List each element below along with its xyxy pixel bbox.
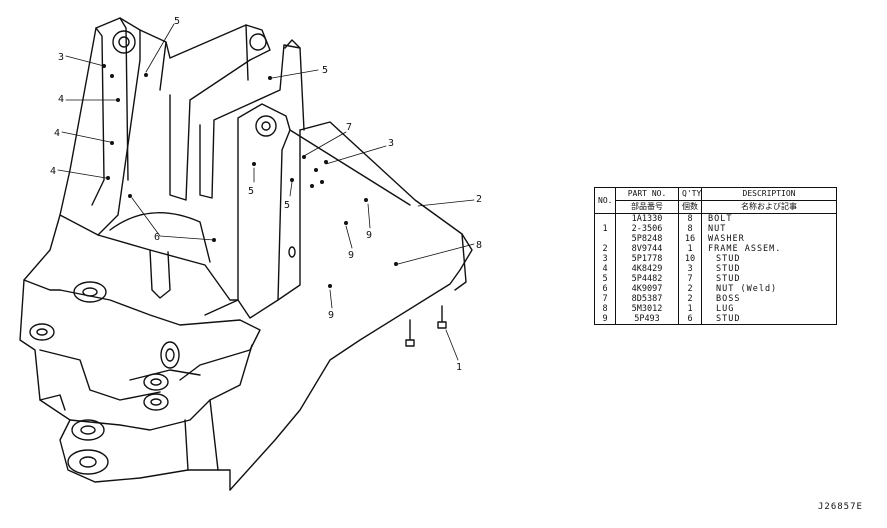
cell-part-no: 2-3506 — [615, 224, 679, 234]
cell-no: 5 — [594, 274, 616, 284]
lugs — [29, 281, 201, 475]
cell-no: 2 — [594, 244, 616, 254]
bottom-studs — [405, 305, 447, 347]
cell-part-no: 5P1778 — [615, 254, 679, 264]
center-plates — [165, 24, 305, 201]
cell-description: NUT — [701, 224, 837, 234]
cell-part-no: 4K8429 — [615, 264, 679, 274]
header-part-no: PART NO. — [615, 187, 679, 201]
callout-5: 5 — [174, 16, 180, 27]
cell-no: 1 — [594, 224, 616, 234]
callout-5: 5 — [284, 200, 290, 211]
cell-qty: 7 — [678, 274, 702, 284]
callout-8: 8 — [476, 240, 482, 251]
cell-part-no: 5P4482 — [615, 274, 679, 284]
cell-part-no: 1A1330 — [615, 213, 679, 224]
callout-9: 9 — [348, 250, 354, 261]
callout-5: 5 — [248, 186, 254, 197]
cell-description: STUD — [701, 274, 837, 284]
cell-part-no: 8V9744 — [615, 244, 679, 254]
cell-qty: 10 — [678, 254, 702, 264]
cell-part-no: 5P493 — [615, 314, 679, 325]
cell-qty: 3 — [678, 264, 702, 274]
cell-no: 6 — [594, 284, 616, 294]
callout-5: 5 — [322, 65, 328, 76]
leader-lines — [57, 23, 475, 361]
cell-qty: 2 — [678, 284, 702, 294]
cell-qty: 6 — [678, 314, 702, 325]
header-part-no-sub: 部品番号 — [615, 200, 679, 214]
callout-9: 9 — [328, 310, 334, 321]
cell-description: WASHER — [701, 234, 837, 244]
cell-no: 4 — [594, 264, 616, 274]
cell-part-no: 5M3012 — [615, 304, 679, 314]
header-qty-sub: 個数 — [678, 200, 702, 214]
header-qty: Q'TY — [678, 187, 702, 201]
callout-9: 9 — [366, 230, 372, 241]
parts-list-table: NO. PART NO. Q'TY DESCRIPTION 部品番号 個数 名称… — [594, 187, 837, 325]
left-tower — [59, 17, 167, 236]
cell-no: 3 — [594, 254, 616, 264]
cell-part-no: 5P8248 — [615, 234, 679, 244]
figure-code: J26857E — [818, 502, 863, 512]
cell-qty: 1 — [678, 244, 702, 254]
main-side-panel — [229, 121, 473, 491]
header-no: NO. — [594, 187, 616, 214]
table-header-sub-row: 部品番号 個数 名称および記事 — [595, 200, 837, 214]
callout-4: 4 — [54, 128, 60, 139]
lower-frame — [19, 212, 261, 491]
cell-no: 9 — [594, 314, 616, 325]
cell-description: STUD — [701, 264, 837, 274]
cell-description: NUT (Weld) — [701, 284, 837, 294]
cell-no — [594, 213, 616, 224]
cell-part-no: 8D5387 — [615, 294, 679, 304]
callout-4: 4 — [50, 166, 56, 177]
callout-2: 2 — [476, 194, 482, 205]
stud-dots — [102, 64, 398, 288]
callout-3: 3 — [388, 138, 394, 149]
cell-description: BOLT — [701, 213, 837, 224]
cell-description: STUD — [701, 314, 837, 325]
callout-1: 1 — [456, 362, 462, 373]
right-tower — [204, 103, 411, 319]
cell-part-no: 4K9097 — [615, 284, 679, 294]
header-description: DESCRIPTION — [701, 187, 837, 201]
cell-qty: 16 — [678, 234, 702, 244]
callout-4: 4 — [58, 94, 64, 105]
callout-6: 6 — [154, 232, 160, 243]
cell-description: LUG — [701, 304, 837, 314]
cell-description: BOSS — [701, 294, 837, 304]
cell-description: STUD — [701, 254, 837, 264]
cell-no: 8 — [594, 304, 616, 314]
callout-7: 7 — [346, 122, 352, 133]
header-description-sub: 名称および記事 — [701, 200, 837, 214]
table-header-row: NO. PART NO. Q'TY DESCRIPTION — [594, 187, 837, 214]
cell-qty: 8 — [678, 224, 702, 234]
callout-labels: 3 5 5 4 4 4 7 3 2 5 5 9 6 8 9 9 1 — [50, 16, 482, 373]
cell-no — [594, 234, 616, 244]
cell-qty: 1 — [678, 304, 702, 314]
callout-3: 3 — [58, 52, 64, 63]
cell-qty: 2 — [678, 294, 702, 304]
cell-description: FRAME ASSEM. — [701, 244, 837, 254]
cell-qty: 8 — [678, 213, 702, 224]
cell-no: 7 — [594, 294, 616, 304]
